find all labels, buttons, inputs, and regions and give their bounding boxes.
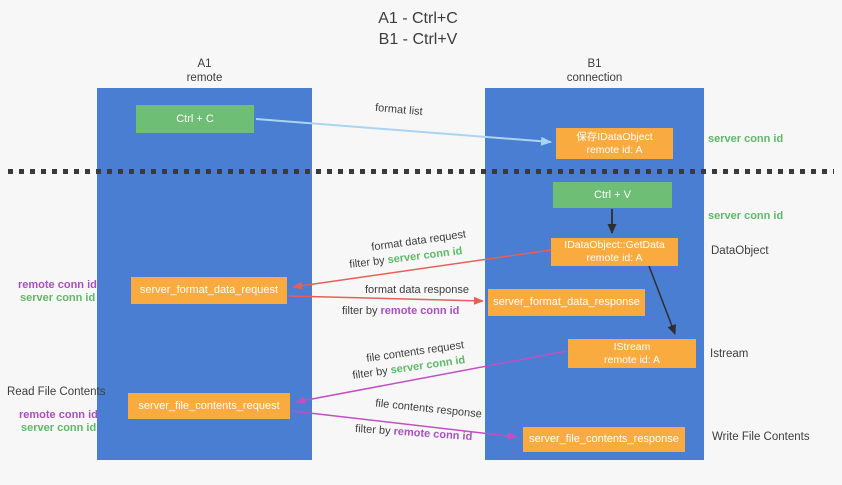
node-file-request-label: server_file_contents_request bbox=[138, 399, 280, 412]
node-ctrl-v-label: Ctrl + V bbox=[594, 188, 631, 201]
annotation-write-file-contents: Write File Contents bbox=[712, 431, 810, 443]
format-data-response-arrow bbox=[288, 295, 484, 305]
node-save-idataobject-subtitle: remote id: A bbox=[586, 143, 643, 156]
annotation-read-file-contents: Read File Contents bbox=[7, 386, 106, 398]
lifeline-b1-subtitle: connection bbox=[566, 72, 623, 84]
lifeline-header-a1: A1 remote bbox=[97, 57, 312, 85]
title-line-a1: A1 - Ctrl+C bbox=[378, 10, 458, 27]
node-file-response-label: server_file_contents_response bbox=[529, 433, 679, 445]
file-contents-response-arrow bbox=[291, 410, 518, 440]
annotation-server-conn-id-mid: server conn id bbox=[708, 210, 784, 222]
node-istream-title: IStream bbox=[613, 340, 651, 353]
node-save-idataobject: 保存IDataObject remote id: A bbox=[556, 128, 673, 159]
annotation-server-conn-id-1: server conn id bbox=[20, 292, 96, 304]
diagram-title: A1 - Ctrl+C B1 - Ctrl+V bbox=[378, 8, 458, 50]
node-save-idataobject-title: 保存IDataObject bbox=[576, 130, 653, 143]
node-getdata-subtitle: remote id: A bbox=[586, 252, 643, 264]
format-list-arrow bbox=[255, 118, 552, 146]
lifeline-header-b1: B1 connection bbox=[485, 57, 704, 85]
annotation-istream: Istream bbox=[710, 348, 749, 360]
node-getdata-title: IDataObject::GetData bbox=[564, 239, 665, 251]
node-server-format-data-response: server_format_data_response bbox=[488, 289, 645, 316]
annotation-remote-conn-id-1: remote conn id bbox=[18, 279, 97, 291]
annotation-dataobject: DataObject bbox=[711, 245, 769, 257]
lifeline-a1-name: A1 bbox=[197, 58, 212, 70]
node-format-response-label: server_format_data_response bbox=[493, 296, 640, 308]
title-line-b1: B1 - Ctrl+V bbox=[378, 31, 458, 48]
format-data-request-arrow bbox=[292, 249, 552, 290]
lifeline-a1-subtitle: remote bbox=[186, 72, 223, 84]
node-idataobject-getdata: IDataObject::GetData remote id: A bbox=[551, 238, 678, 266]
node-ctrl-c: Ctrl + C bbox=[136, 105, 254, 133]
node-ctrl-v: Ctrl + V bbox=[553, 182, 672, 208]
annotation-remote-conn-id-2: remote conn id bbox=[19, 409, 98, 421]
label-filter-by-remote-1: filter by remote conn id bbox=[342, 305, 459, 317]
dotted-separator-line bbox=[8, 169, 834, 174]
annotation-server-conn-id-2: server conn id bbox=[21, 422, 97, 434]
node-server-file-contents-request: server_file_contents_request bbox=[128, 393, 290, 419]
node-format-request-label: server_format_data_request bbox=[139, 284, 279, 296]
label-format-data-response: format data response bbox=[365, 284, 469, 296]
node-server-file-contents-response: server_file_contents_response bbox=[523, 427, 685, 452]
node-istream: IStream remote id: A bbox=[568, 339, 696, 368]
file-contents-request-arrow bbox=[295, 350, 568, 405]
remote-conn-id-text: remote conn id bbox=[380, 305, 460, 317]
lifeline-b1-name: B1 bbox=[587, 58, 602, 70]
node-ctrl-c-label: Ctrl + C bbox=[176, 112, 214, 125]
annotation-server-conn-id-top: server conn id bbox=[708, 133, 784, 145]
node-server-format-data-request: server_format_data_request bbox=[131, 277, 287, 304]
node-istream-subtitle: remote id: A bbox=[603, 353, 661, 366]
filter-by-text: filter by bbox=[354, 422, 391, 438]
filter-by-text: filter by bbox=[342, 305, 378, 317]
getdata-to-istream-arrow bbox=[648, 265, 676, 335]
